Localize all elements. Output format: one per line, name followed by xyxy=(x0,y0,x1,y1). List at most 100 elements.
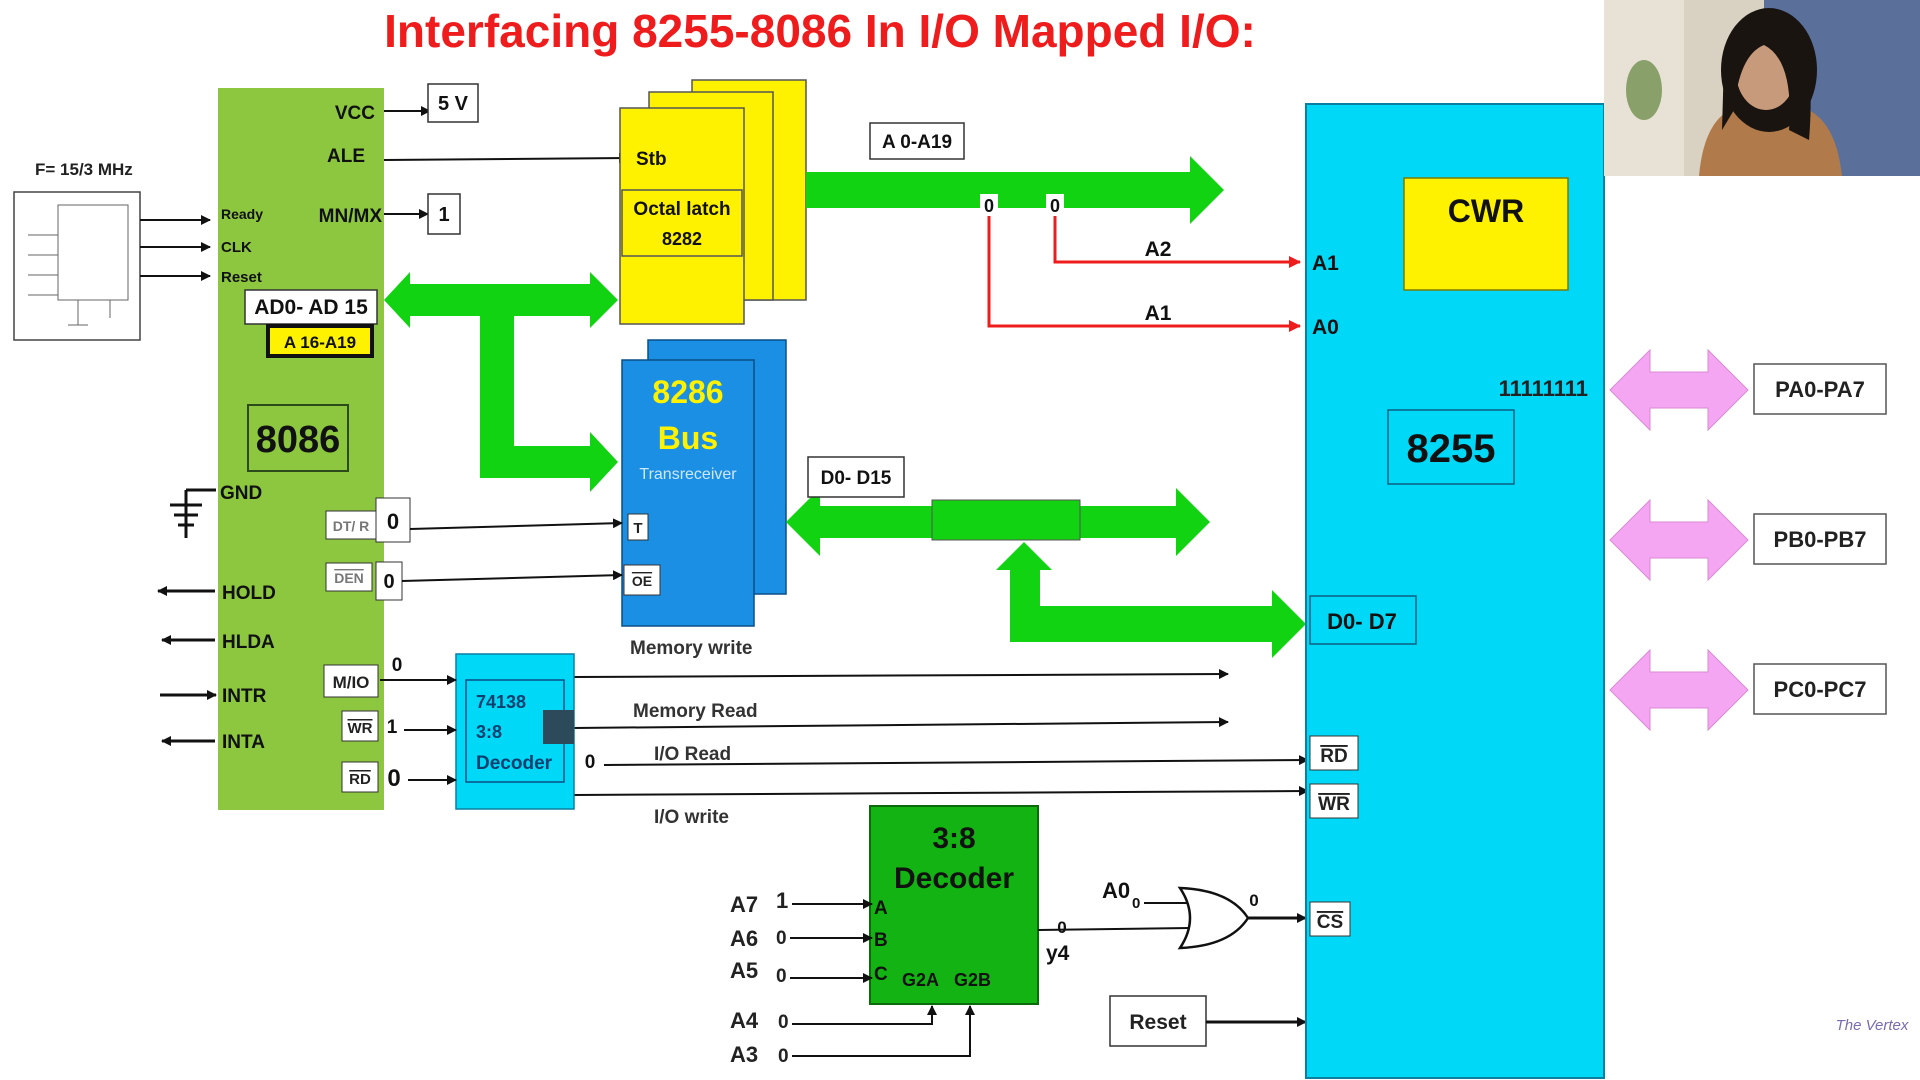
mnmx-pin: MN/MX xyxy=(319,206,383,227)
address-tap-1: 0 xyxy=(984,196,994,216)
den-pin: DEN xyxy=(334,570,364,586)
decoder2-input-c: C xyxy=(874,964,888,985)
cpu-8086: VCC ALE MN/MX Ready CLK Reset AD0- AD 15… xyxy=(218,88,384,810)
bus-transceiver-8286: 8286 Bus Transreceiver T OE xyxy=(622,340,786,626)
rd-value: 0 xyxy=(387,765,400,792)
decoder2-g2b: G2B xyxy=(954,970,991,990)
ready-pin: Ready xyxy=(221,206,263,222)
a5-value: 0 xyxy=(776,966,787,987)
latch-stb: Stb xyxy=(636,149,667,170)
ppi-rd-pin: RD xyxy=(1320,746,1347,767)
latch-part: 8282 xyxy=(662,229,702,249)
or-output-value: 0 xyxy=(1249,891,1258,910)
octal-latch-8282: Stb Octal latch 8282 xyxy=(620,80,806,324)
a7-value: 1 xyxy=(776,888,788,913)
port-b-label: PB0-PB7 xyxy=(1774,527,1867,552)
mnmx-value: 1 xyxy=(438,204,449,226)
inta-pin: INTA xyxy=(222,732,265,753)
ppi-data-pins: D0- D7 xyxy=(1327,609,1397,634)
io-read-label: I/O Read xyxy=(654,744,731,765)
vcc-value: 5 V xyxy=(438,93,469,115)
ale-pin: ALE xyxy=(327,146,365,167)
or-input-label: A0 xyxy=(1102,878,1130,903)
intr-pin: INTR xyxy=(222,686,267,707)
mio-value: 0 xyxy=(392,655,403,676)
a6-label: A6 xyxy=(730,926,758,951)
a1-line-label: A1 xyxy=(1145,302,1172,325)
reset-pin: Reset xyxy=(221,269,262,286)
cwr-label: CWR xyxy=(1448,193,1524,229)
y4-value: 0 xyxy=(1057,918,1066,937)
clock-generator: F= 15/3 MHz xyxy=(14,160,140,340)
port-a-label: PA0-PA7 xyxy=(1775,377,1865,402)
wr-value: 1 xyxy=(387,717,398,738)
decoder74138-ratio: 3:8 xyxy=(476,722,502,742)
ppi-wr-pin: WR xyxy=(1318,794,1350,815)
a-bus-label: A 16-A19 xyxy=(284,333,356,352)
decoder2-input-a: A xyxy=(874,898,888,919)
clk-pin: CLK xyxy=(221,239,252,256)
decoder74138-name: Decoder xyxy=(476,753,553,774)
ppi-cs-pin: CS xyxy=(1317,912,1343,933)
rd-pin: RD xyxy=(349,771,371,788)
a3-value: 0 xyxy=(778,1046,789,1067)
decoder2-input-b: B xyxy=(874,930,888,951)
a4-label: A4 xyxy=(730,1008,759,1033)
transceiver-part: 8286 xyxy=(652,374,723,410)
a4-value: 0 xyxy=(778,1012,789,1033)
transceiver-oe-pin: OE xyxy=(632,573,652,589)
port-c-arrow xyxy=(1610,650,1748,730)
wr-pin: WR xyxy=(348,720,373,737)
a6-value: 0 xyxy=(776,928,787,949)
or-input-subscript: 0 xyxy=(1132,895,1140,912)
clock-frequency: F= 15/3 MHz xyxy=(35,160,133,179)
hlda-pin: HLDA xyxy=(222,632,275,653)
ppi-name: 8255 xyxy=(1407,427,1496,471)
memory-read-label: Memory Read xyxy=(633,701,758,722)
or-gate-icon xyxy=(1180,888,1248,948)
dtr-value: 0 xyxy=(387,509,399,534)
watermark: The Vertex xyxy=(1836,1017,1909,1034)
ppi-a1-pin: A1 xyxy=(1312,252,1339,275)
decoder2-g2a: G2A xyxy=(902,970,939,990)
gnd-pin: GND xyxy=(220,483,262,504)
address-tap-2: 0 xyxy=(1050,196,1060,216)
y4-label: y4 xyxy=(1046,942,1070,965)
transceiver-t-pin: T xyxy=(633,520,642,537)
latch-name: Octal latch xyxy=(633,199,730,220)
port-a-arrow xyxy=(1610,350,1748,430)
decoder-3to8: 3:8 Decoder A B C G2A G2B xyxy=(870,806,1038,1004)
dtr-pin: DT/ R xyxy=(333,518,370,534)
data-bus-to-8255-arrow xyxy=(996,542,1306,658)
a3-label: A3 xyxy=(730,1042,758,1067)
decoder74138-part: 74138 xyxy=(476,692,526,712)
control-word: 11111111 xyxy=(1499,376,1588,401)
page-title: Interfacing 8255-8086 In I/O Mapped I/O: xyxy=(384,5,1256,57)
ad-bus-label: AD0- AD 15 xyxy=(254,296,368,319)
a7-label: A7 xyxy=(730,892,758,917)
ppi-a0-pin: A0 xyxy=(1312,316,1339,339)
cpu-name: 8086 xyxy=(256,419,341,461)
hold-pin: HOLD xyxy=(222,583,276,604)
transceiver-name: Bus xyxy=(658,420,718,456)
vcc-pin: VCC xyxy=(335,103,375,124)
address-bus-arrow xyxy=(806,156,1224,224)
reset-box-label: Reset xyxy=(1129,1011,1186,1034)
ad-to-transceiver-arrow xyxy=(480,316,618,492)
ppi-8255: CWR 11111111 8255 A1 A0 D0- D7 RD WR CS xyxy=(1306,104,1604,1078)
io-write-label: I/O write xyxy=(654,807,729,828)
data-bus-label: D0- D15 xyxy=(821,468,892,489)
den-value: 0 xyxy=(383,571,394,593)
port-c-label: PC0-PC7 xyxy=(1774,677,1867,702)
ground-icon xyxy=(170,490,216,538)
address-bus-label: A 0-A19 xyxy=(882,132,952,153)
mio-pin: M/IO xyxy=(333,673,370,692)
decoder-74138: 74138 3:8 Decoder xyxy=(456,654,574,809)
decoder2-name: Decoder xyxy=(894,862,1014,895)
decoder2-ratio: 3:8 xyxy=(932,822,975,855)
memory-write-label: Memory write xyxy=(630,638,752,659)
port-b-arrow xyxy=(1610,500,1748,580)
presenter-webcam xyxy=(1604,0,1920,176)
a5-label: A5 xyxy=(730,958,758,983)
a2-line-label: A2 xyxy=(1145,238,1172,261)
